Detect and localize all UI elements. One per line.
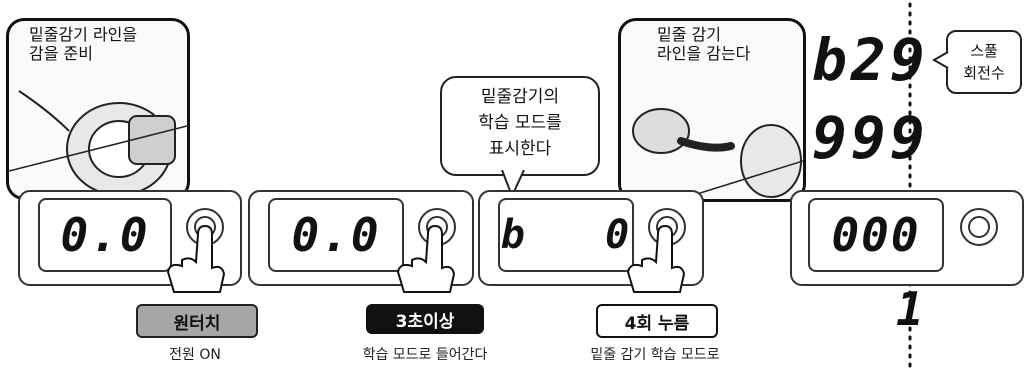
pointing-hand-icon <box>626 224 686 293</box>
power-button-4[interactable] <box>960 208 998 246</box>
counter-bottom-digit: 1 <box>896 282 928 336</box>
inset-left-line2: 감을 준비 <box>29 44 93 63</box>
caption-2: 학습 모드로 들어간다 <box>362 347 488 363</box>
hand-reel-illustration <box>632 108 803 199</box>
one-touch-badge: 원터치 <box>136 304 258 338</box>
inset-prepare-reel: 밑줄감기 라인을 감을 준비 <box>6 18 190 200</box>
lcd-screen-1: 0.0 <box>38 198 172 272</box>
bubble-line3: 표시한다 <box>488 139 552 159</box>
badge-label-1: 원터치 <box>173 313 221 334</box>
inset-right-line1: 밑줄 감기 <box>657 25 721 44</box>
caption-3: 밑줄 감기 학습 모드로 <box>590 347 720 363</box>
lcd-value-1: 0.0 <box>60 208 150 262</box>
spool-rotation-callout: 스풀 회전수 <box>946 30 1022 94</box>
lcd-screen-3: b 0 <box>498 198 634 272</box>
speech-bubble: 밑줄감기의 학습 모드를 표시한다 <box>440 76 600 176</box>
bubble-line2: 학습 모드를 <box>478 113 562 133</box>
counter-middle-readout: 999 <box>812 104 929 172</box>
lcd-value-3: b 0 <box>500 212 632 258</box>
lcd-screen-4: 000 <box>808 198 944 272</box>
callout-tail <box>932 51 949 69</box>
lcd-screen-2: 0.0 <box>268 198 404 272</box>
pointing-hand-icon <box>396 224 456 293</box>
lcd-value-2: 0.0 <box>291 208 381 262</box>
lcd-value-4: 000 <box>831 208 921 262</box>
hold-3sec-badge: 3초이상 <box>366 304 484 334</box>
callout-line1: 스풀 <box>970 42 998 60</box>
bubble-line1: 밑줄감기의 <box>480 87 560 107</box>
counter-top-readout: b29 <box>812 26 929 94</box>
dotted-guide-line <box>908 2 912 372</box>
inset-right-line2: 라인을 감는다 <box>657 44 751 63</box>
inset-wind-line: 밑줄 감기 라인을 감는다 <box>618 18 806 202</box>
callout-line2: 회전수 <box>963 64 1005 82</box>
power-button-1[interactable] <box>186 208 224 246</box>
pointing-hand-icon <box>166 224 226 293</box>
badge-label-3: 4회 누름 <box>624 313 690 334</box>
press-4-times-badge: 4회 누름 <box>596 304 718 338</box>
badge-label-2: 3초이상 <box>395 311 455 332</box>
caption-1: 전원 ON <box>169 347 221 363</box>
reel-illustration <box>9 90 187 196</box>
inset-left-line1: 밑줄감기 라인을 <box>29 25 138 44</box>
